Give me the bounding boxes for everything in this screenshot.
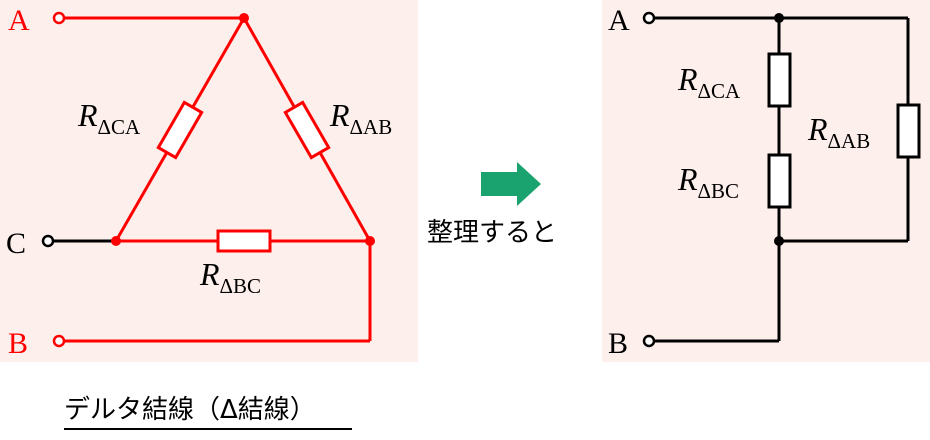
right-arrow-icon: [481, 162, 541, 206]
terminal-b-left: [52, 334, 66, 348]
resistor-label-bc-left: RΔBC: [199, 256, 261, 298]
resistor-label-bc-right: RΔBC: [677, 161, 739, 203]
terminal-label-b: B: [8, 327, 28, 360]
junction-top: [239, 13, 249, 23]
junction-b: [365, 236, 375, 246]
left-diagram-panel: [0, 0, 418, 362]
right-diagram-panel: [602, 0, 930, 362]
junction-top-right: [774, 13, 784, 23]
resistor-label-ab-left: RΔAB: [329, 97, 392, 139]
terminal-b-right: [642, 334, 656, 348]
delta-circuit: A C B RΔCA RΔAB RΔBC: [6, 4, 392, 360]
arrow-label: 整理すると: [427, 218, 557, 248]
terminal-label-b-right: B: [608, 327, 628, 360]
junction-c: [111, 236, 121, 246]
rearranged-circuit: A B RΔCA RΔBC RΔAB: [608, 4, 921, 360]
resistor-bc-left: [216, 229, 272, 253]
resistor-ab-left: [283, 100, 331, 160]
resistor-ca-right: [767, 52, 792, 108]
terminal-a-left: [52, 11, 66, 25]
terminal-label-a-right: A: [608, 4, 630, 37]
terminal-c-left: [41, 234, 55, 248]
resistor-label-ca-right: RΔCA: [677, 61, 741, 103]
resistor-label-ca-left: RΔCA: [77, 97, 141, 139]
terminal-a-right: [642, 11, 656, 25]
terminal-label-a: A: [8, 4, 30, 37]
resistor-label-ab-right: RΔAB: [807, 111, 870, 153]
terminal-label-c: C: [6, 227, 26, 260]
caption: デルタ結線（Δ結線）: [64, 395, 316, 425]
resistor-bc-right: [767, 153, 792, 209]
resistor-ca-left: [156, 100, 204, 160]
resistor-ab-right: [896, 103, 921, 159]
junction-bottom-right: [774, 236, 784, 246]
